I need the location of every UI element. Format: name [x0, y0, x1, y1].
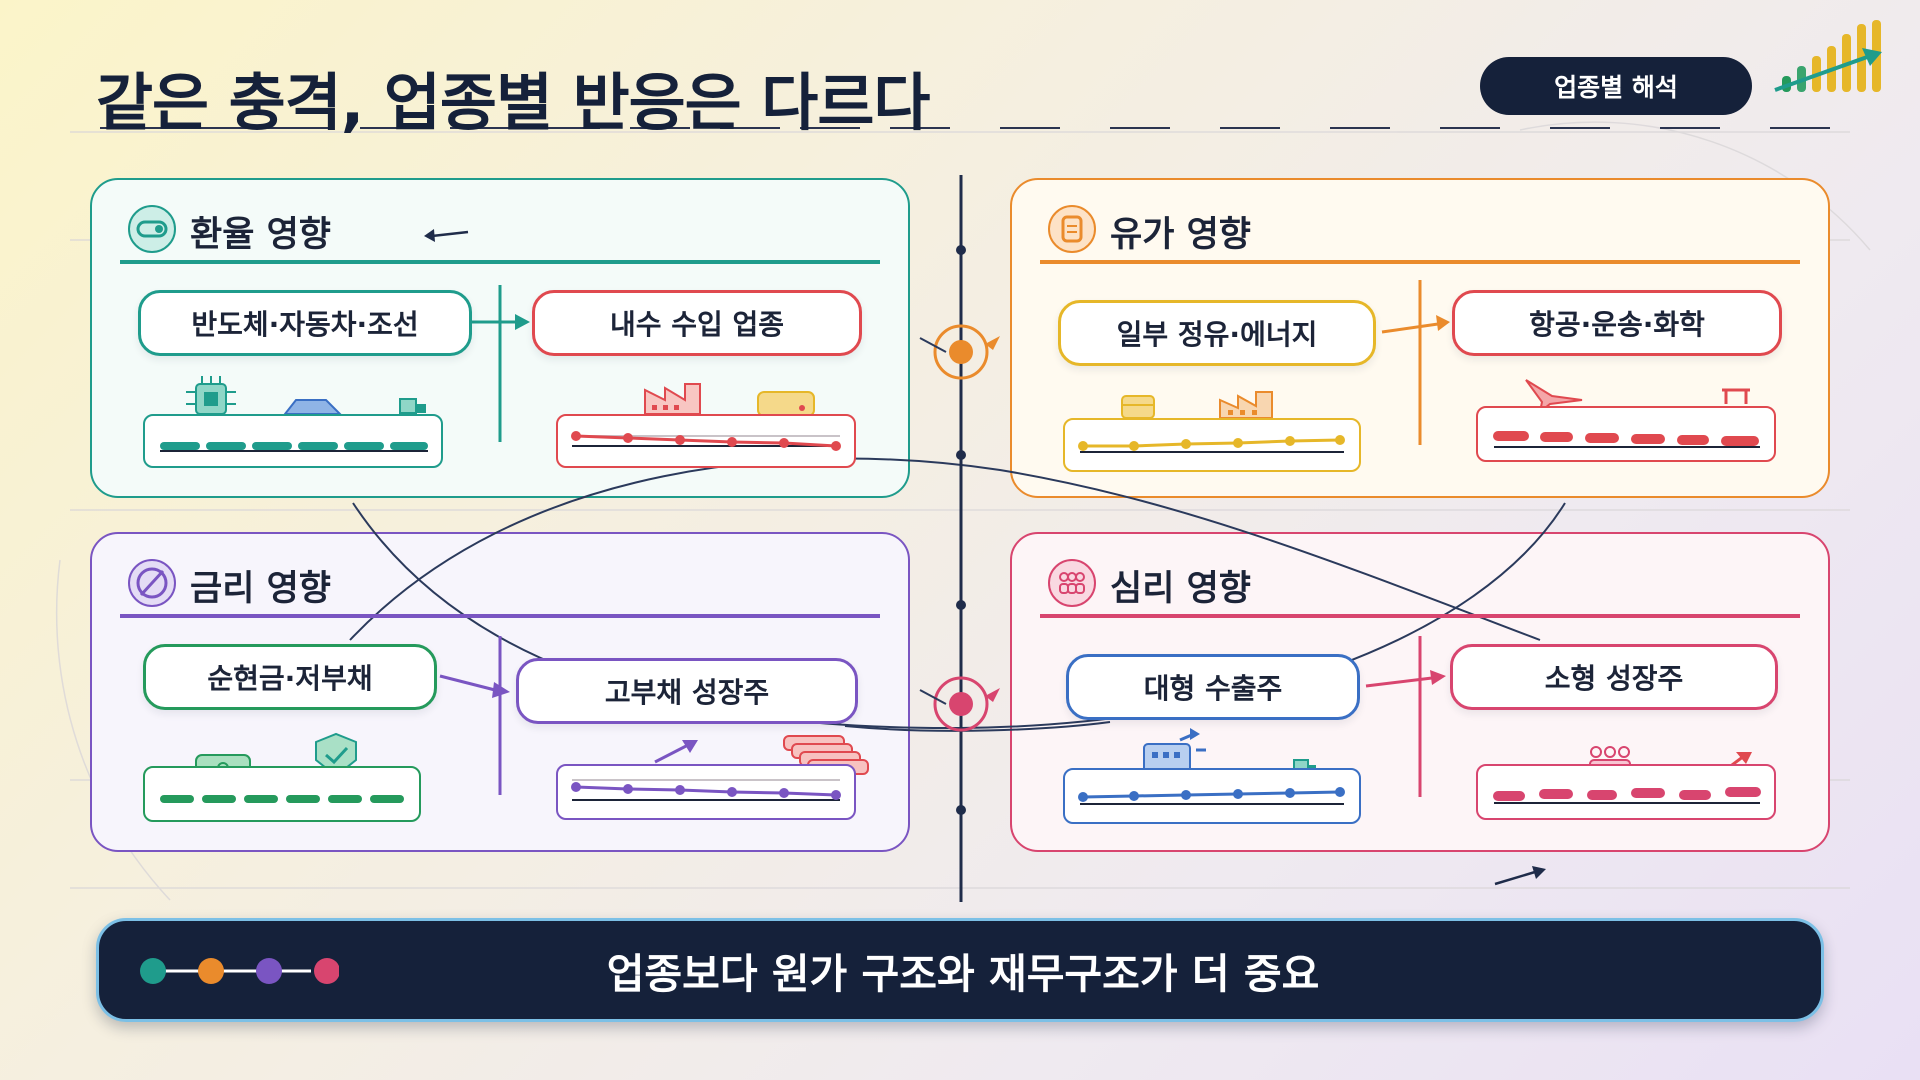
legend-dot [256, 958, 282, 984]
oil-affected-pill: 항공·운송·화학 [1452, 290, 1782, 356]
sentiment-title: 심리 영향 [1110, 569, 1251, 609]
airplane-icon [1525, 379, 1583, 415]
ship-icon [399, 398, 426, 414]
exchange-toggle-icon [128, 205, 176, 253]
fx-title: 환율 영향 [190, 215, 331, 255]
shield-check-icon [315, 732, 357, 778]
chip-icon [186, 376, 236, 415]
fx-left-track [143, 414, 443, 468]
percent-icon [128, 559, 176, 607]
people-group-icon [1048, 559, 1096, 607]
category-badge: 업종별 해석 [1480, 57, 1752, 115]
rate-affected-pill: 고부채 성장주 [516, 658, 858, 724]
rate-title: 금리 영향 [190, 569, 331, 609]
rising-chart-icon [1774, 20, 1882, 92]
color-dots-legend [140, 958, 339, 984]
factory-icon [644, 383, 701, 415]
oil-title: 유가 영향 [1110, 215, 1251, 255]
crane-icon [1722, 388, 1750, 404]
oil-beneficiary-pill: 일부 정유·에너지 [1058, 300, 1376, 366]
rate-beneficiary-pill: 순현금·저부채 [143, 644, 437, 710]
fx-beneficiary-pill: 반도체·자동차·조선 [138, 290, 472, 356]
legend-dot [198, 958, 224, 984]
rate-left-track [143, 766, 421, 822]
sentiment-affected-pill: 소형 성장주 [1450, 644, 1778, 710]
growth-arrow-icon [654, 740, 698, 764]
legend-dot [314, 958, 339, 984]
legend-dot [140, 958, 166, 984]
refinery-icon [1219, 391, 1273, 419]
footer-banner: 업종보다 원가 구조와 재무구조가 더 중요 [96, 918, 1824, 1022]
sentiment-beneficiary-pill: 대형 수출주 [1066, 654, 1360, 720]
orange-hub-node [919, 324, 1000, 380]
pink-hub-node [919, 676, 1000, 732]
footer-message: 업종보다 원가 구조와 재무구조가 더 중요 [606, 950, 1320, 998]
fx-right-track [556, 414, 856, 468]
fx-affected-pill: 내수 수입 업종 [532, 290, 862, 356]
oil-barrel-icon [1048, 205, 1096, 253]
page-title: 같은 충격, 업종별 반응은 다르다 [96, 66, 930, 139]
